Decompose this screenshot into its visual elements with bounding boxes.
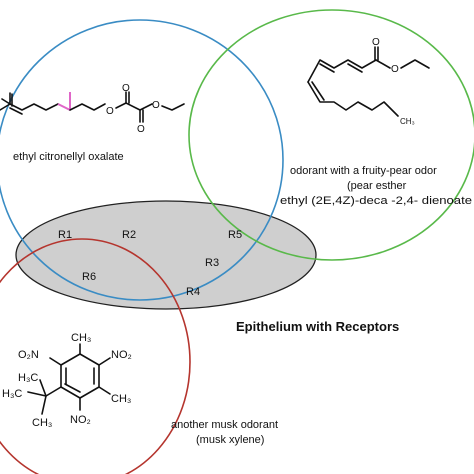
pear-caption-line1: odorant with a fruity-pear odor xyxy=(290,165,437,177)
svg-text:O: O xyxy=(122,83,130,94)
musk-ch3-top: CH₃ xyxy=(71,332,91,344)
pear-ester-structure: O O CH₃ xyxy=(307,37,430,126)
receptor-r5: R5 xyxy=(228,229,242,241)
svg-text:O: O xyxy=(391,64,399,75)
receptor-r6: R6 xyxy=(82,271,96,283)
pear-caption-line3: ethyl (2E,4Z)-deca -2,4- dienoate xyxy=(280,195,472,207)
musk-caption-line2: (musk xylene) xyxy=(196,434,264,446)
musk-circle xyxy=(0,238,191,474)
musk-ch3-right: CH₃ xyxy=(111,393,131,405)
epithelium-ellipse xyxy=(15,200,317,310)
citronellyl-caption: ethyl citronellyl oxalate xyxy=(13,151,124,163)
musk-caption-line1: another musk odorant xyxy=(171,419,278,431)
musk-no2-left: O₂N xyxy=(18,349,39,361)
svg-text:O: O xyxy=(372,37,380,48)
musk-h3c-top: H₃C xyxy=(18,372,38,384)
svg-text:O: O xyxy=(106,106,114,117)
svg-text:O: O xyxy=(137,124,145,135)
pear-caption-line2: (pear esther xyxy=(347,180,407,192)
musk-h3c-left: H₃C xyxy=(2,388,22,400)
citronellyl-oxalate-structure: O O O O xyxy=(0,83,185,135)
receptor-r2: R2 xyxy=(122,229,136,241)
receptor-r4: R4 xyxy=(186,286,200,298)
citronellyl-circle xyxy=(0,19,284,301)
epithelium-title: Epithelium with Receptors xyxy=(236,319,399,334)
musk-no2-right: NO₂ xyxy=(111,349,132,361)
receptor-r3: R3 xyxy=(205,257,219,269)
pear-ch3-label: CH₃ xyxy=(400,117,415,126)
svg-text:O: O xyxy=(152,100,160,111)
musk-ch3-bottom: CH₃ xyxy=(32,417,52,429)
musk-no2-bottom: NO₂ xyxy=(70,414,91,426)
receptor-r1: R1 xyxy=(58,229,72,241)
pear-circle xyxy=(188,9,474,261)
musk-xylene-structure: CH₃ O₂N NO₂ CH₃ H₃C H₃C CH₃ NO₂ xyxy=(2,332,132,429)
